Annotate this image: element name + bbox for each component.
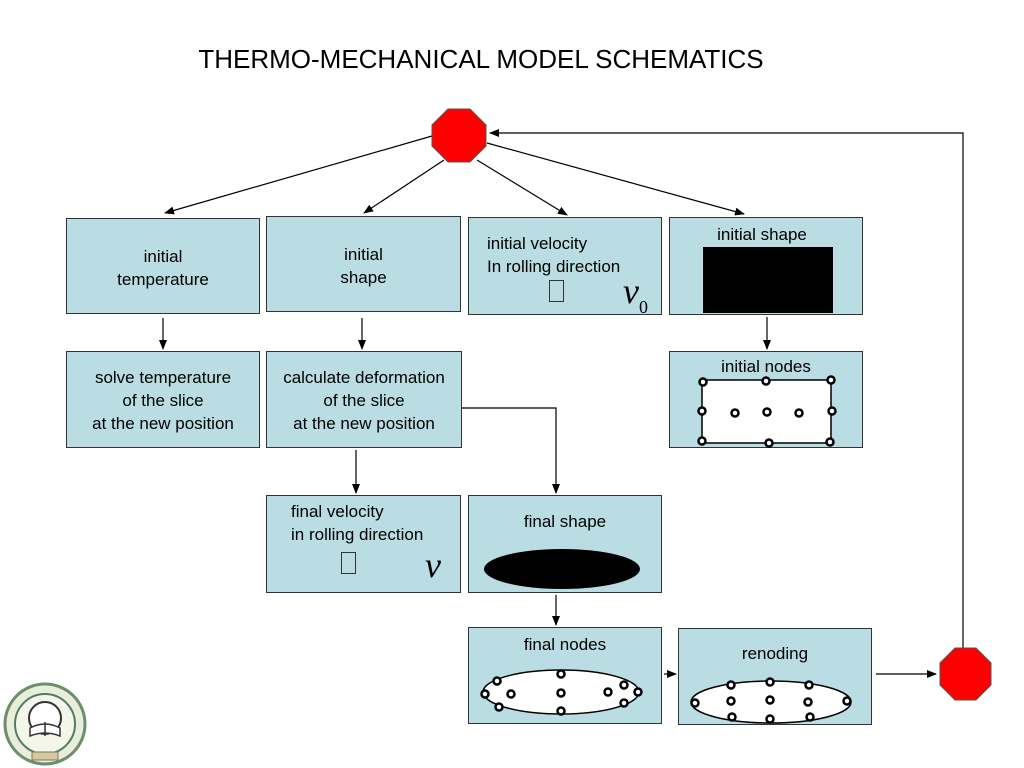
node-point bbox=[842, 696, 852, 706]
final-velocity-symbol: v bbox=[425, 545, 441, 585]
missing-glyph-icon bbox=[549, 280, 564, 302]
node-point bbox=[825, 437, 835, 447]
node-point bbox=[765, 714, 775, 724]
node-point bbox=[506, 689, 516, 699]
arrow-to-initial-velocity bbox=[476, 159, 568, 216]
arrow-loop-back bbox=[489, 129, 964, 650]
initial-shape-label: initial shape bbox=[340, 245, 387, 287]
node-point bbox=[492, 676, 502, 686]
node-point bbox=[761, 376, 771, 386]
node-point bbox=[727, 712, 737, 722]
stop-octagon-icon bbox=[939, 647, 992, 701]
node-point bbox=[480, 689, 490, 699]
node-point bbox=[556, 669, 566, 679]
final-nodes-points bbox=[480, 669, 643, 716]
node-point bbox=[619, 698, 629, 708]
final-nodes-label: final nodes bbox=[523, 635, 607, 654]
university-seal-logo-icon bbox=[3, 682, 87, 766]
node-point bbox=[804, 680, 814, 690]
page-title: THERMO-MECHANICAL MODEL SCHEMATICS bbox=[198, 44, 764, 74]
solve-temperature-label: solve temperature of the slice at the ne… bbox=[92, 368, 234, 433]
node-point bbox=[803, 697, 813, 707]
box-calculate-deformation: calculate deformation of the slice at th… bbox=[266, 351, 462, 448]
velocity-subscript: 0 bbox=[638, 297, 648, 317]
initial-shape-image-label: initial shape bbox=[717, 225, 807, 244]
velocity-symbol-v0: v0 bbox=[623, 270, 648, 318]
arrow-to-initial-shape bbox=[363, 159, 445, 214]
node-point bbox=[619, 680, 629, 690]
node-point bbox=[603, 687, 613, 697]
node-point bbox=[805, 712, 815, 722]
box-initial-shape: initial shape bbox=[266, 216, 461, 312]
renoding-label: renoding bbox=[741, 644, 809, 663]
node-point bbox=[697, 436, 707, 446]
node-point bbox=[765, 695, 775, 705]
renoding-points bbox=[690, 677, 852, 724]
box-final-velocity: final velocity in rolling direction v bbox=[266, 495, 461, 593]
arrow-to-initial-temperature bbox=[164, 135, 433, 215]
node-point bbox=[556, 706, 566, 716]
final-shape-ellipse bbox=[484, 549, 640, 589]
initial-nodes-points bbox=[697, 375, 837, 448]
arrow-to-initial-shape-image bbox=[486, 142, 745, 216]
initial-velocity-label: initial velocity In rolling direction bbox=[487, 234, 621, 276]
box-initial-velocity: initial velocity In rolling direction v0 bbox=[468, 217, 662, 318]
node-point bbox=[827, 406, 837, 416]
velocity-symbol: v bbox=[623, 271, 639, 311]
initial-temperature-label: initial temperature bbox=[117, 247, 209, 289]
arrow-deformation-to-final-shape bbox=[462, 407, 560, 494]
initial-shape-rectangle bbox=[703, 247, 833, 313]
node-point bbox=[726, 696, 736, 706]
initial-nodes-label: initial nodes bbox=[721, 357, 811, 376]
node-point bbox=[762, 407, 772, 417]
node-point bbox=[794, 408, 804, 418]
node-point bbox=[556, 688, 566, 698]
node-point bbox=[764, 438, 774, 448]
node-point bbox=[698, 377, 708, 387]
node-point bbox=[690, 698, 700, 708]
box-final-shape: final shape bbox=[468, 495, 662, 593]
node-point bbox=[633, 687, 643, 697]
node-point bbox=[726, 680, 736, 690]
node-point bbox=[697, 406, 707, 416]
box-initial-temperature: initial temperature bbox=[66, 218, 260, 314]
stop-octagon-icon bbox=[431, 108, 487, 163]
missing-glyph-icon bbox=[341, 552, 356, 574]
calculate-deformation-label: calculate deformation of the slice at th… bbox=[283, 368, 445, 433]
final-velocity-label: final velocity in rolling direction bbox=[291, 502, 424, 544]
final-shape-label: final shape bbox=[523, 512, 607, 531]
node-point bbox=[494, 702, 504, 712]
box-solve-temperature: solve temperature of the slice at the ne… bbox=[66, 351, 260, 448]
node-point bbox=[765, 677, 775, 687]
node-point bbox=[730, 408, 740, 418]
node-point bbox=[826, 375, 836, 385]
box-initial-shape-image: initial shape bbox=[669, 217, 863, 315]
